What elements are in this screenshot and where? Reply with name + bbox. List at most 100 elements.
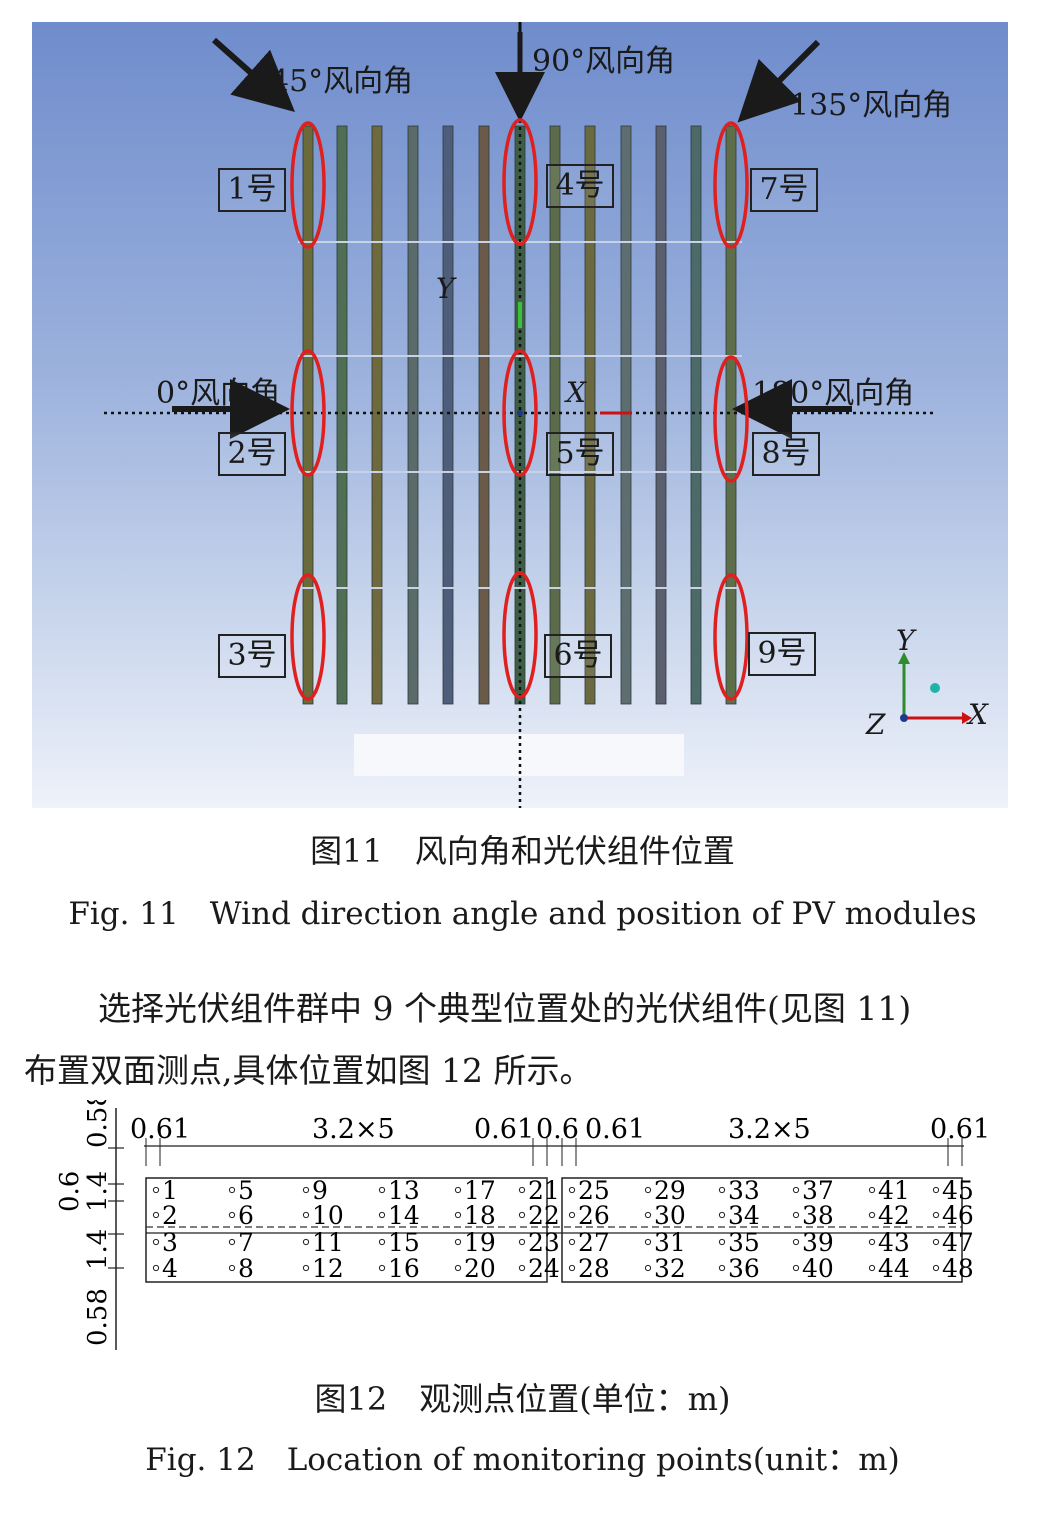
monitoring-point-marker xyxy=(718,1211,726,1219)
monitoring-point-marker xyxy=(152,1238,160,1246)
module-highlight-ellipses xyxy=(290,118,749,701)
pv-row-9 xyxy=(584,125,596,705)
monitoring-point-marker xyxy=(518,1264,526,1272)
pv-row-2 xyxy=(336,125,348,705)
pv-array-plan xyxy=(104,22,972,808)
monitoring-point-label: 10 xyxy=(312,1201,344,1230)
monitoring-point-marker xyxy=(868,1264,876,1272)
monitoring-point-label: 39 xyxy=(802,1228,834,1257)
dim-top-6: 0.61 xyxy=(930,1114,990,1145)
body-paragraph: 选择光伏组件群中 9 个典型位置处的光伏组件(见图 11) 布置双面测点,具体位… xyxy=(24,978,1024,1102)
monitoring-point-label: 19 xyxy=(464,1228,496,1257)
triad-y-label: Y xyxy=(896,624,915,657)
monitoring-point-label: 16 xyxy=(388,1254,420,1283)
monitoring-point-marker xyxy=(868,1211,876,1219)
monitoring-point-marker xyxy=(378,1264,386,1272)
monitoring-point-marker xyxy=(228,1264,236,1272)
monitoring-point-label: 2 xyxy=(162,1201,178,1230)
wind-label-90: 90°风向角 xyxy=(532,44,676,79)
module-label-3: 3号 xyxy=(218,634,286,678)
monitoring-point-label: 15 xyxy=(388,1228,420,1257)
monitoring-point-label: 18 xyxy=(464,1201,496,1230)
monitoring-point-marker xyxy=(518,1211,526,1219)
monitoring-point-label: 35 xyxy=(728,1228,760,1257)
wind-label-180: 180°风向角 xyxy=(752,376,915,411)
monitoring-point-label: 8 xyxy=(238,1254,254,1283)
monitoring-point-marker xyxy=(454,1238,462,1246)
monitoring-point-label: 1 xyxy=(162,1176,178,1205)
dim-top-1: 3.2×5 xyxy=(312,1114,395,1145)
highlight-ellipse-3 xyxy=(290,573,326,701)
monitoring-point-label: 9 xyxy=(312,1176,328,1205)
figure-12-caption-cn: 图12 观测点位置(单位：m) xyxy=(314,1380,731,1418)
monitoring-point-label: 26 xyxy=(578,1201,610,1230)
monitoring-point-marker xyxy=(932,1264,940,1272)
monitoring-point-label: 13 xyxy=(388,1176,420,1205)
monitoring-point-label: 11 xyxy=(312,1228,344,1257)
monitoring-point-label: 23 xyxy=(528,1228,560,1257)
pv-row-1 xyxy=(302,125,314,705)
module-label-1: 1号 xyxy=(218,168,286,212)
green-axis-mark xyxy=(518,302,522,328)
monitoring-point-marker xyxy=(378,1211,386,1219)
wind-label-135: 135°风向角 xyxy=(790,88,953,123)
monitoring-point-label: 25 xyxy=(578,1176,610,1205)
monitoring-point-label: 33 xyxy=(728,1176,760,1205)
origin-dot xyxy=(517,410,523,416)
pv-row-8 xyxy=(549,125,561,705)
monitoring-point-label: 24 xyxy=(528,1254,560,1283)
pv-row-13 xyxy=(725,125,737,705)
monitoring-point-marker xyxy=(454,1264,462,1272)
figure-11-caption-en: Fig. 11 Wind direction angle and positio… xyxy=(68,896,977,932)
monitoring-point-marker xyxy=(152,1211,160,1219)
highlight-ellipse-9 xyxy=(713,573,749,701)
fig12-layout xyxy=(108,1108,964,1350)
monitoring-point-marker xyxy=(302,1211,310,1219)
monitoring-point-marker xyxy=(302,1238,310,1246)
monitoring-point-label: 40 xyxy=(802,1254,834,1283)
dim-left-3: 1.4 xyxy=(83,1229,113,1270)
dim-top-5: 3.2×5 xyxy=(728,1114,811,1145)
monitoring-point-label: 20 xyxy=(464,1254,496,1283)
figure-12-caption-en: Fig. 12 Location of monitoring points(un… xyxy=(145,1442,900,1478)
dim-left-4: 0.58 xyxy=(83,1288,113,1346)
monitoring-point-marker xyxy=(792,1238,800,1246)
monitoring-point-marker xyxy=(932,1211,940,1219)
monitoring-point-marker xyxy=(228,1211,236,1219)
monitoring-points: 1234567891011121314151617181920212223242… xyxy=(152,1176,974,1283)
monitoring-point-marker xyxy=(228,1186,236,1194)
monitoring-point-marker xyxy=(718,1264,726,1272)
paragraph-line-2: 布置双面测点,具体位置如图 12 所示。 xyxy=(24,1051,593,1090)
monitoring-point-marker xyxy=(718,1186,726,1194)
module-label-2: 2号 xyxy=(218,432,286,476)
monitoring-point-marker xyxy=(644,1264,652,1272)
monitoring-point-label: 3 xyxy=(162,1228,178,1257)
monitoring-point-marker xyxy=(454,1211,462,1219)
monitoring-point-label: 5 xyxy=(238,1176,254,1205)
monitoring-point-label: 21 xyxy=(528,1176,560,1205)
figure-12-monitoring-points: 0.61 3.2×5 0.61 0.6 0.61 3.2×5 0.61 0.58… xyxy=(55,1100,990,1350)
module-label-5: 5号 xyxy=(546,432,614,476)
monitoring-point-label: 45 xyxy=(942,1176,974,1205)
module-label-8: 8号 xyxy=(752,432,820,476)
monitoring-point-marker xyxy=(718,1238,726,1246)
monitoring-point-marker xyxy=(868,1238,876,1246)
pv-row-5 xyxy=(442,125,454,705)
pv-row-6 xyxy=(478,125,490,705)
monitoring-point-label: 27 xyxy=(578,1228,610,1257)
wind-label-45: 45°风向角 xyxy=(270,64,414,99)
monitoring-point-marker xyxy=(792,1186,800,1194)
monitoring-point-label: 4 xyxy=(162,1254,178,1283)
module-label-4: 4号 xyxy=(546,164,614,208)
highlight-ellipse-4 xyxy=(502,118,538,246)
dim-top-4: 0.61 xyxy=(585,1114,645,1145)
monitoring-point-marker xyxy=(454,1186,462,1194)
highlight-ellipse-2 xyxy=(290,349,326,477)
monitoring-point-marker xyxy=(932,1238,940,1246)
highlight-ellipse-8 xyxy=(713,355,749,483)
monitoring-point-label: 32 xyxy=(654,1254,686,1283)
monitoring-point-label: 28 xyxy=(578,1254,610,1283)
triad-z-label: Z xyxy=(866,708,886,741)
monitoring-point-label: 34 xyxy=(728,1201,760,1230)
triad-x-label: X xyxy=(968,698,988,731)
